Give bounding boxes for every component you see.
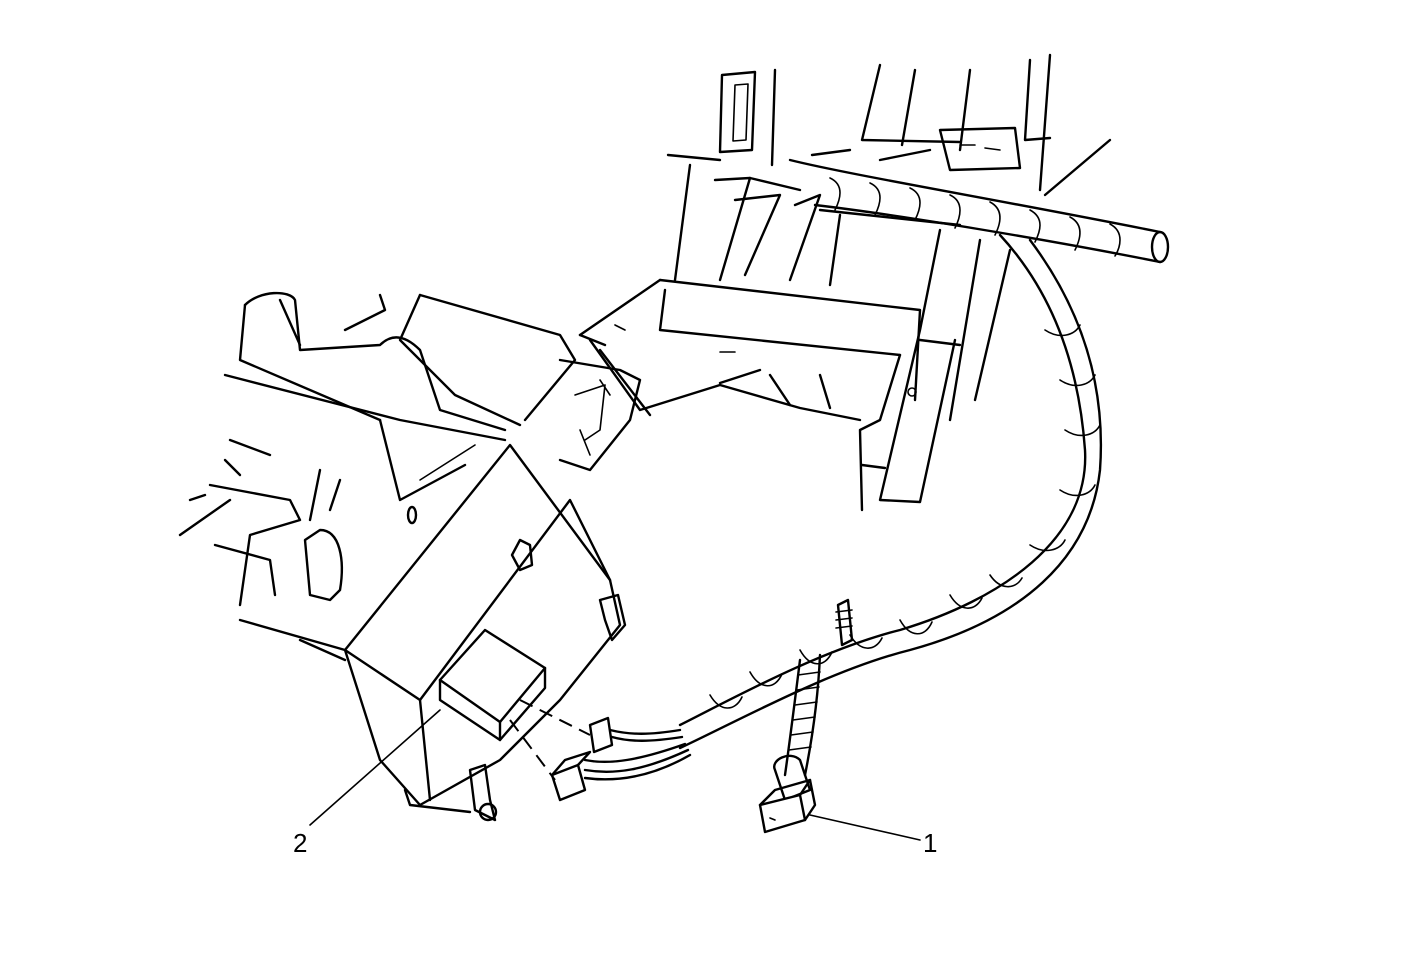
overhead-conduit (788, 158, 1170, 264)
harness-branch (678, 233, 1103, 750)
leader-lines (309, 709, 921, 841)
connector-1 (758, 778, 817, 834)
module-connectors (550, 716, 614, 802)
leader-line-2 (309, 709, 441, 826)
console-structure (178, 291, 642, 662)
branch-to-connector-1 (773, 653, 822, 802)
module-wires (583, 728, 692, 781)
vehicle-frame (578, 53, 1112, 512)
ground-stud (835, 598, 854, 647)
control-module (343, 443, 627, 822)
callout-1: 1 (923, 828, 937, 858)
callout-2: 2 (293, 828, 307, 858)
leader-line-1 (809, 814, 921, 841)
